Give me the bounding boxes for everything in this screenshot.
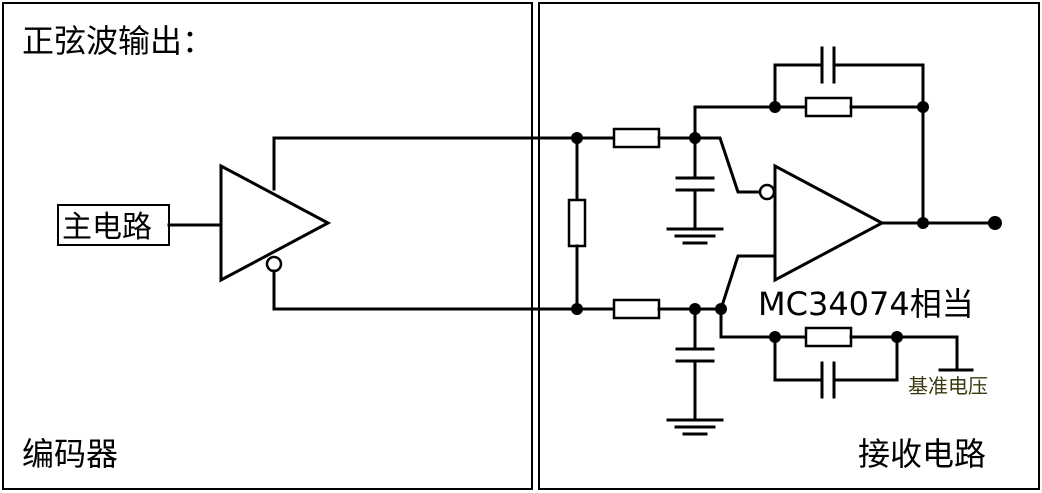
junction-dots: [571, 101, 1002, 343]
reference-network: [719, 326, 974, 399]
inverting-input-bubble: [758, 183, 776, 201]
inverting-output-bubble: [265, 255, 283, 273]
output-terminal: [988, 216, 1002, 230]
reference-voltage-label: 基准电压: [908, 374, 988, 398]
ground-symbol-top: [666, 227, 724, 245]
encoder-label: 编码器: [22, 435, 118, 473]
inverting-input-filter: [575, 127, 769, 245]
input-resistor-bottom: [612, 298, 661, 320]
differential-line-pair: [272, 136, 579, 311]
input-resistor-top: [612, 127, 661, 149]
encoder-panel: [2, 2, 533, 490]
main-circuit-block: 主电路: [57, 204, 170, 246]
reference-resistor: [804, 326, 853, 348]
main-circuit-label: 主电路: [62, 210, 152, 245]
non-inverting-input-filter: [575, 254, 777, 436]
feedback-network: [693, 46, 925, 225]
opamp-label: MC34074相当: [758, 285, 974, 323]
feedback-resistor: [804, 96, 853, 118]
title-label: 正弦波输出：: [22, 22, 214, 60]
receiver-panel: [538, 2, 1040, 490]
receiver-label: 接收电路: [858, 435, 986, 473]
termination-resistor: [567, 136, 587, 311]
line-driver-amplifier: [167, 163, 332, 283]
receiver-opamp: [758, 163, 886, 283]
ground-symbol-bottom: [666, 418, 724, 436]
